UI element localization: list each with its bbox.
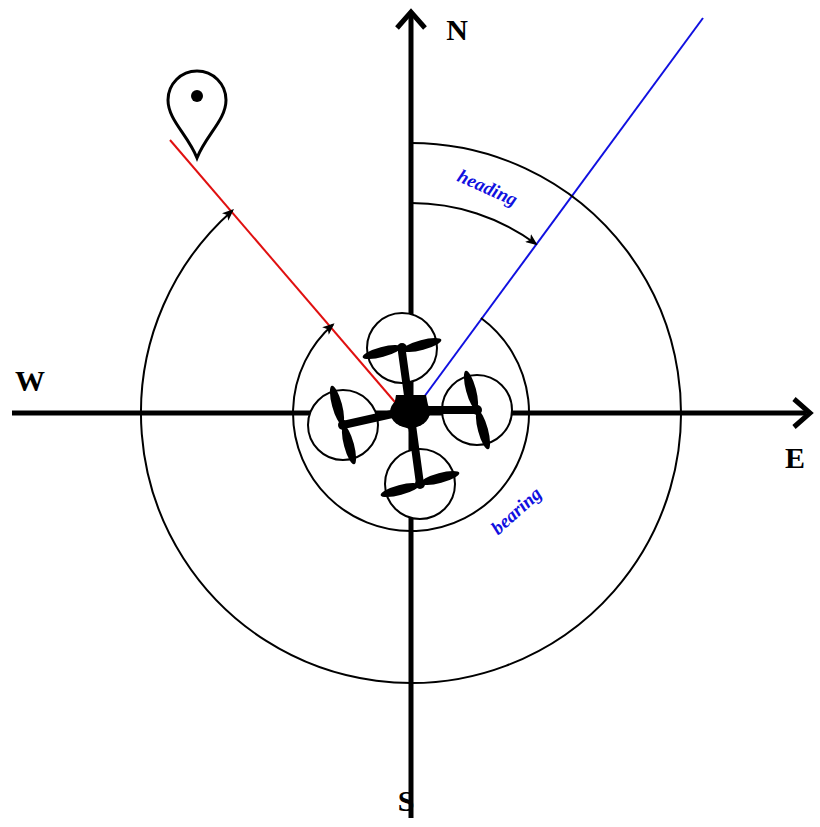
north-arrow [397,12,425,28]
east-arrow [794,399,810,427]
compass-label: S [398,786,415,816]
compass-label: E [785,443,805,473]
map-pin [168,71,226,158]
angle-label: bearing [487,483,544,537]
target-line [170,140,400,408]
drone [308,313,512,519]
heading-arc [411,203,536,244]
bearing-arc-outer [141,143,681,683]
compass-label: N [446,15,468,45]
compass-label: W [15,366,45,396]
angle-label: heading [455,165,521,208]
bearing-arc-inner [293,318,529,531]
heading-line [424,18,703,397]
